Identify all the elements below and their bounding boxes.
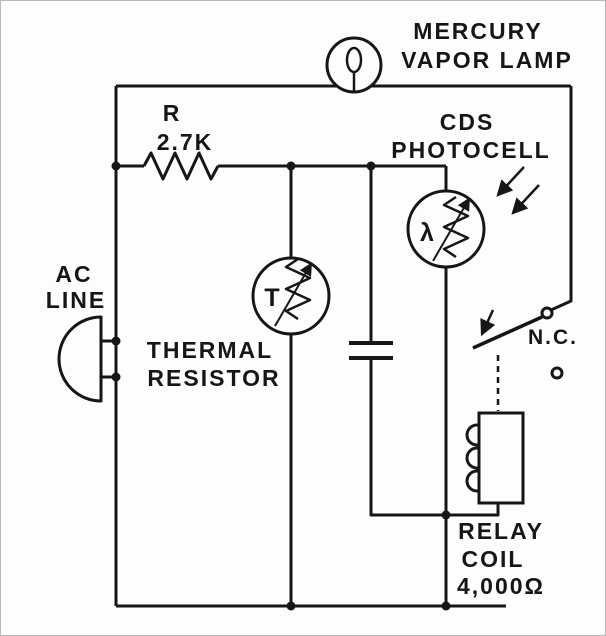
photocell-label-line1: CDS xyxy=(440,109,495,135)
capacitor-symbol xyxy=(349,341,393,360)
photocell-label-line2: PHOTOCELL xyxy=(391,137,550,163)
junction-dot xyxy=(441,601,451,611)
resistor-r-symbol xyxy=(142,151,220,181)
relay-coil-label-line2: COIL xyxy=(462,546,525,572)
thermistor-arrow xyxy=(274,262,312,327)
relay-contact-symbol xyxy=(472,306,564,411)
coil-body xyxy=(477,411,525,505)
cds-photocell-symbol: λ xyxy=(406,166,540,269)
contact-terminal-bottom xyxy=(550,366,564,380)
contact-terminal-top xyxy=(540,306,554,320)
junction-dot xyxy=(111,372,121,382)
thermistor-letter: T xyxy=(264,284,279,312)
plug-body xyxy=(57,315,103,403)
contact-blade-arrow xyxy=(480,309,496,337)
thermal-resistor-label-line2: RESISTOR xyxy=(147,365,280,391)
junction-dot xyxy=(286,601,296,611)
relay-coil-value-label: 4,000Ω xyxy=(457,573,545,599)
junction-dot xyxy=(111,161,121,171)
contact-blade xyxy=(472,315,543,350)
thermal-resistor-symbol: T xyxy=(251,256,331,336)
relay-coil-label-line1: RELAY xyxy=(458,518,544,544)
junction-dot xyxy=(286,161,296,171)
junction-dot xyxy=(441,510,451,520)
ac-plug-symbol xyxy=(57,315,103,403)
thermistor-zigzag xyxy=(284,257,312,321)
light-arrow xyxy=(511,184,540,215)
mercury-lamp-label-line1: MERCURY xyxy=(413,18,542,44)
resistor-ref-label: R xyxy=(163,100,182,126)
thermal-resistor-label-line1: THERMAL xyxy=(147,337,273,363)
labels: MERCURY VAPOR LAMP R 2.7K CDS PHOTOCELL … xyxy=(46,18,578,599)
light-arrow xyxy=(496,166,525,197)
ac-line-label-line2: LINE xyxy=(46,287,106,313)
wire-coil-bottom-lead xyxy=(446,503,500,517)
resistor-value-label: 2.7K xyxy=(157,129,214,155)
mercury-lamp-label-line2: VAPOR LAMP xyxy=(401,47,573,73)
circuit-wires xyxy=(101,84,573,608)
mercury-vapor-lamp-symbol xyxy=(325,36,383,94)
photocell-arrow xyxy=(432,197,470,262)
wire-capacitor-bottom-lead xyxy=(369,358,446,517)
junction-dots xyxy=(111,161,451,611)
junction-dot xyxy=(366,161,376,171)
junction-dot xyxy=(111,336,121,346)
ac-line-label-line1: AC xyxy=(55,261,92,287)
photocell-zigzag xyxy=(442,195,470,259)
nc-contact-label: N.C. xyxy=(528,326,578,349)
wire-right-rail xyxy=(550,86,573,312)
relay-coil-symbol xyxy=(465,411,525,505)
photocell-lambda: λ xyxy=(420,219,434,247)
